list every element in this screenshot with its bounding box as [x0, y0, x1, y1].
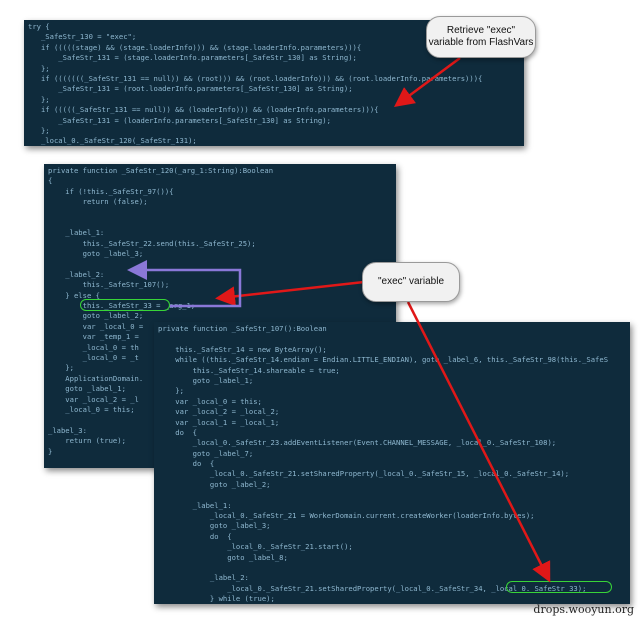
highlight-local-safestr-33 [506, 581, 612, 593]
code-line: _local_0 = _t [48, 353, 139, 363]
code-line [158, 490, 626, 500]
code-line: goto _label_1; [158, 375, 254, 385]
code-line: _local_0._SafeStr_21.setSharedProperty(_… [158, 469, 570, 479]
code-line: _label_2: [158, 573, 249, 583]
code-line: goto _label_2; [158, 479, 271, 489]
code-line: { [48, 176, 53, 186]
code-line: } else { [48, 290, 100, 300]
code-line: } [48, 446, 53, 456]
code-line: _local_0 = this; [48, 404, 135, 414]
code-line: var _local_2 = _l [48, 394, 139, 404]
code-line: _label_2: [48, 269, 105, 279]
code-line: do { [158, 459, 215, 469]
code-line: if (((((stage) && (stage.loaderInfo))) &… [28, 42, 362, 52]
code-line: _local_0._SafeStr_23.addEventListener(Ev… [158, 438, 557, 448]
code-line: goto _label_8; [158, 552, 288, 562]
code-line: if (((((_SafeStr_131 == null)) && (loade… [28, 105, 379, 115]
code-line: _SafeStr_131 = (root.loaderInfo.paramete… [28, 84, 353, 94]
code-line: do { [158, 531, 232, 541]
code-line: this._SafeStr_22.send(this._SafeStr_25); [48, 238, 256, 248]
code-line: return (true); [48, 436, 126, 446]
code-panel-safestr-107: private function _SafeStr_107():Boolean … [154, 322, 630, 604]
code-line [48, 218, 392, 228]
code-line: var _local_2 = _local_2; [158, 407, 280, 417]
code-line: this._SafeStr_107(); [48, 280, 170, 290]
code-line: _local_0._SafeStr_120(_SafeStr_131); [28, 136, 197, 146]
code-line: goto _label_1; [48, 384, 126, 394]
code-line: var _local_0 = [48, 321, 144, 331]
code-line: var _local_0 = this; [158, 396, 262, 406]
code-line: }; [28, 63, 50, 73]
code-line [158, 334, 626, 344]
code-line: if (((((((_SafeStr_131 == null)) && (roo… [28, 73, 483, 83]
code-line: goto _label_3; [158, 521, 271, 531]
code-line: var _temp_1 = [48, 332, 139, 342]
code-line: var _local_1 = _local_1; [158, 417, 280, 427]
callout-exec-variable: "exec" variable [362, 262, 460, 302]
code-line: _label_1: [48, 228, 105, 238]
code-line: } while (true); [158, 594, 275, 604]
code-line: do { [158, 427, 197, 437]
code-line: goto _label_3; [48, 249, 144, 259]
code-line: return (false); [48, 197, 148, 207]
code-line: _local_0._SafeStr_21 = WorkerDomain.curr… [158, 511, 535, 521]
code-line: try { [28, 22, 50, 31]
code-line: _local_0._SafeStr_21.setSharedProperty(_… [158, 583, 587, 593]
code-line: goto _label_2; [48, 311, 144, 321]
code-line: goto _label_7; [158, 448, 254, 458]
code-line: _label_3: [48, 425, 87, 435]
code-line: _SafeStr_131 = (stage.loaderInfo.paramet… [28, 53, 357, 63]
code-line [48, 260, 392, 270]
code-line: _SafeStr_131 = (loaderInfo.parameters[_S… [28, 115, 331, 125]
code-line: private function _SafeStr_107():Boolean [158, 324, 327, 333]
code-line: }; [28, 94, 50, 104]
code-line: _SafeStr_130 = "exec"; [28, 32, 137, 42]
code-line: _local_0 = th [48, 342, 139, 352]
code-line: while ((this._SafeStr_14.endian = Endian… [158, 355, 609, 365]
code-line: _local_0._SafeStr_21.start(); [158, 542, 353, 552]
code-line: this._SafeStr_14 = new ByteArray(); [158, 344, 327, 354]
watermark: drops.wooyun.org [533, 603, 634, 616]
highlight-this-safestr-33 [80, 299, 170, 311]
code-line [158, 563, 626, 573]
code-line: }; [158, 386, 184, 396]
code-line: ApplicationDomain. [48, 373, 144, 383]
code-line: this._SafeStr_14.shareable = true; [158, 365, 340, 375]
callout-retrieve-exec: Retrieve "exec" variable from FlashVars [426, 16, 536, 58]
code-line: if (!this._SafeStr_97()){ [48, 186, 174, 196]
code-line: }; [48, 363, 74, 373]
code-line: }; [28, 125, 50, 135]
code-line: _label_1: [158, 500, 232, 510]
code-line: private function _SafeStr_120(_arg_1:Str… [48, 166, 274, 175]
code-line [48, 208, 392, 218]
